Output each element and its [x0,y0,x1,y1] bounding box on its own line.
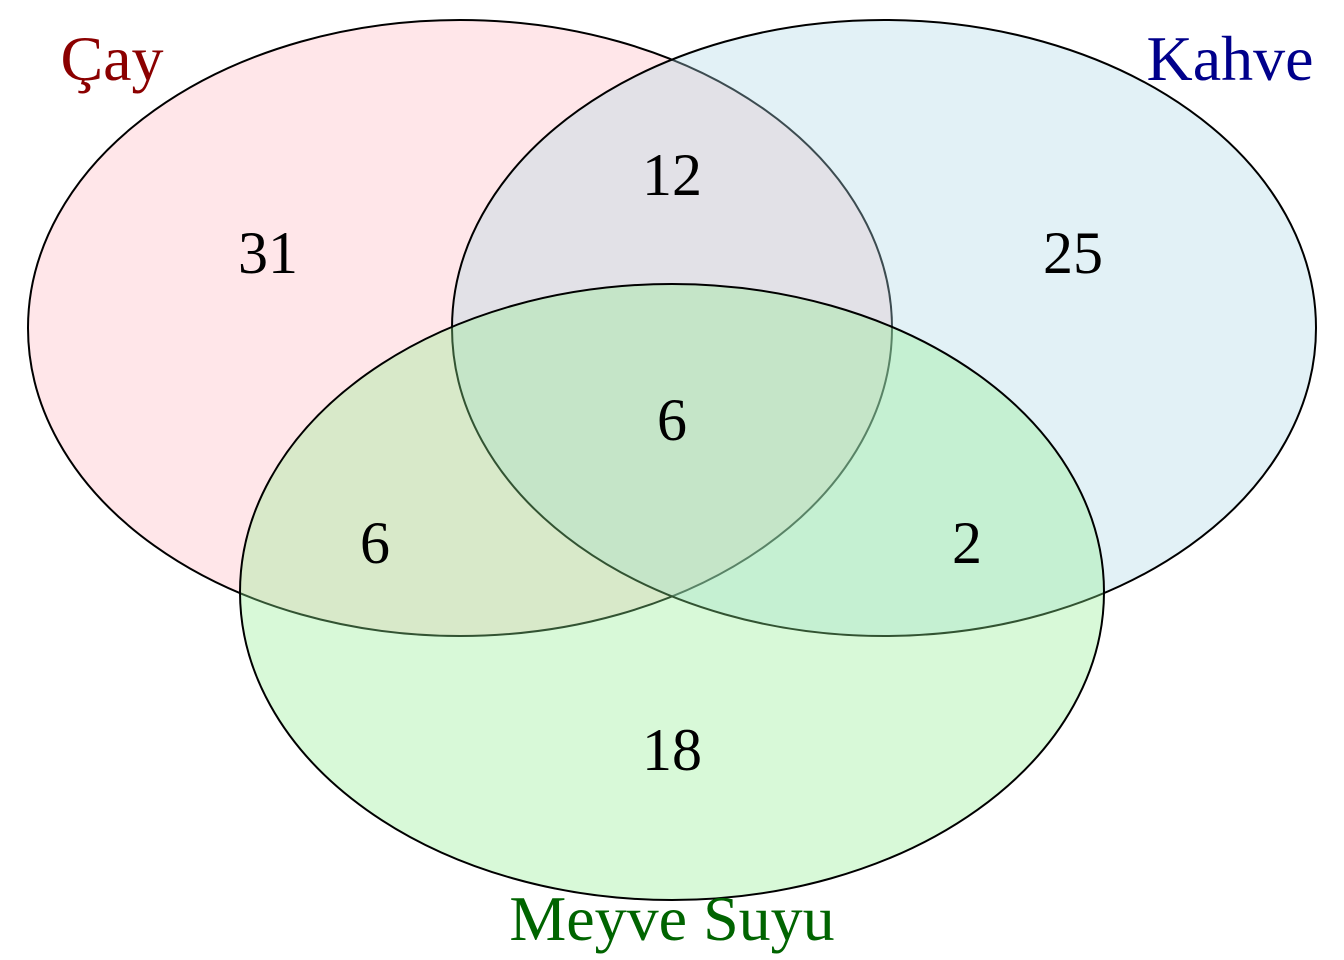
tea-coffee-count: 12 [642,142,702,208]
juice-only-count: 18 [642,717,702,783]
set-labels: Çay Kahve Meyve Suyu [60,23,1313,954]
coffee-juice-count: 2 [952,510,982,576]
tea-juice-count: 6 [360,510,390,576]
coffee-only-count: 25 [1043,220,1103,286]
coffee-set-shape [451,19,1317,637]
tea-only-count: 31 [238,220,298,286]
juice-set-shape [239,283,1105,901]
tea-set-label: Çay [60,23,163,94]
region-counts: 31 12 25 6 6 2 18 [238,142,1103,783]
juice-set-label: Meyve Suyu [509,883,834,954]
set-shapes [27,19,1317,901]
coffee-set-label: Kahve [1146,23,1313,94]
tea-set-shape [27,19,893,637]
all-three-count: 6 [657,387,687,453]
